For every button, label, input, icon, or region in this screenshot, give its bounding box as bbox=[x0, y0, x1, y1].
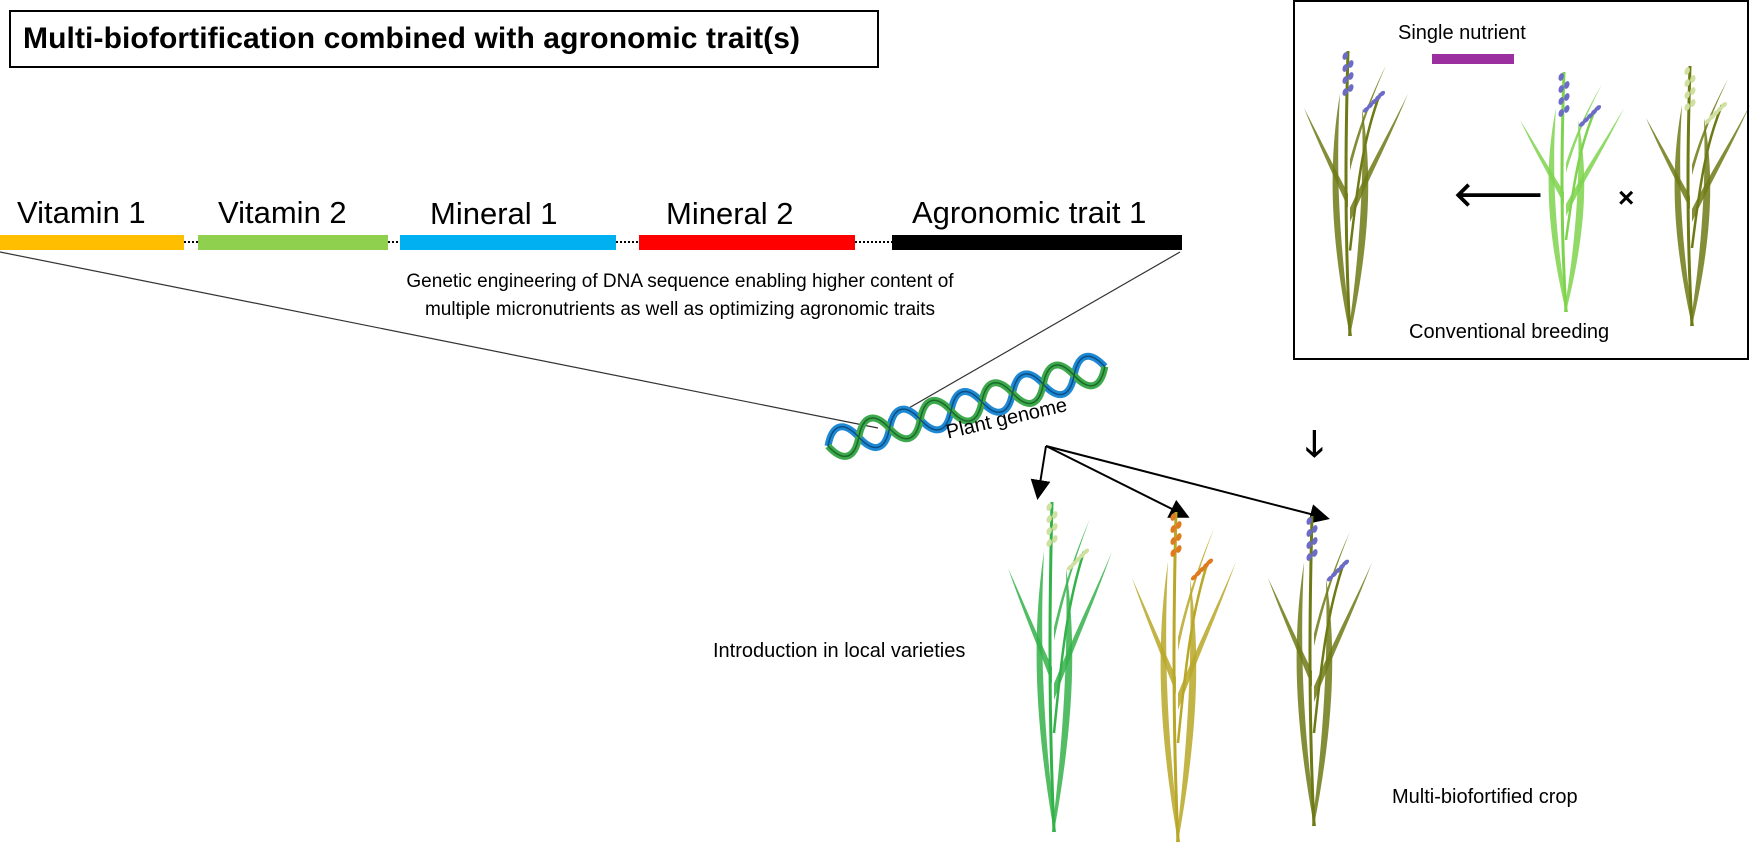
vitamin-1-bar bbox=[0, 235, 184, 250]
down-arrow-icon: 🡓 bbox=[1305, 423, 1324, 464]
arrow-to-gold-plant bbox=[1045, 445, 1190, 518]
vitamin-2-bar bbox=[198, 235, 388, 250]
plant-olive-local-variety bbox=[1268, 515, 1372, 827]
single-nutrient-label: Single nutrient bbox=[1398, 22, 1526, 44]
cross-icon: × bbox=[1618, 182, 1635, 213]
vitamin-2-label: Vitamin 2 bbox=[218, 195, 347, 230]
zoom-line-left bbox=[0, 251, 879, 429]
genome-arrows bbox=[1030, 445, 1330, 524]
local-varieties-label: Introduction in local varieties bbox=[713, 640, 966, 662]
inset-plant-light-green bbox=[1520, 71, 1624, 313]
multi-biofortified-crop-label: Multi-biofortified crop bbox=[1392, 786, 1578, 808]
arrow-to-olive-plant bbox=[1045, 445, 1330, 524]
vitamin-1-label: Vitamin 1 bbox=[17, 195, 146, 230]
figure-title: Multi-biofortification combined with agr… bbox=[9, 10, 879, 68]
mineral-1-label: Mineral 1 bbox=[430, 196, 558, 231]
conventional-breeding-label: Conventional breeding bbox=[1409, 321, 1610, 343]
left-arrow-icon: 🡐 bbox=[1453, 176, 1545, 214]
plant-green-local-variety bbox=[1008, 501, 1112, 833]
mineral-2-bar bbox=[639, 235, 855, 250]
gene-construct bbox=[0, 235, 1182, 250]
inset-plant-olive-right bbox=[1646, 65, 1750, 327]
zoom-line-right bbox=[887, 251, 1181, 421]
conventional-breeding-inset bbox=[1293, 0, 1749, 360]
plants-group bbox=[1008, 50, 1750, 843]
plant-gold-local-variety bbox=[1132, 511, 1236, 843]
dna-helix-icon bbox=[824, 352, 1109, 460]
genetic-engineering-caption: Genetic engineering of DNA sequence enab… bbox=[406, 271, 954, 320]
agronomic-trait-1-bar bbox=[892, 235, 1182, 250]
single-nutrient-legend-bar bbox=[1432, 54, 1514, 64]
agronomic-trait-1-label: Agronomic trait 1 bbox=[912, 195, 1147, 230]
arrow-to-green-plant bbox=[1030, 445, 1051, 500]
inset-plant-olive-left bbox=[1304, 50, 1408, 337]
mineral-2-label: Mineral 2 bbox=[666, 196, 794, 231]
mineral-1-bar bbox=[400, 235, 616, 250]
